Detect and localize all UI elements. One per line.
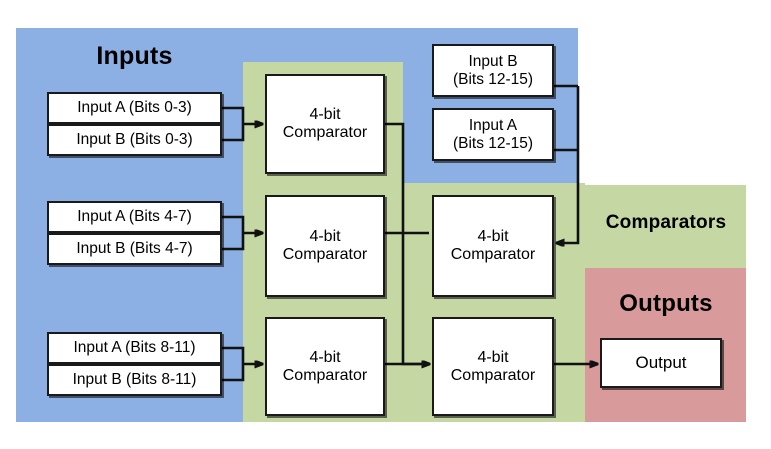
input-box-b-bits-12-15[interactable]: Input B (Bits 12-15)	[432, 44, 554, 97]
output-box[interactable]: Output	[600, 338, 722, 388]
comparator-label-line2: Comparator	[282, 366, 368, 384]
input-box-a-bits-8-11[interactable]: Input A (Bits 8-11)	[47, 332, 222, 364]
input-box-b-bits-0-3[interactable]: Input B (Bits 0-3)	[47, 124, 222, 156]
output-label: Output	[635, 353, 687, 373]
region-comparators-legend-panel	[585, 185, 746, 268]
input-box-b-bits-4-7[interactable]: Input B (Bits 4-7)	[47, 233, 222, 265]
input-label-line1: Input B	[468, 53, 518, 71]
comparator-label-line2: Comparator	[282, 246, 368, 263]
wire-a8_11	[222, 346, 245, 364]
comparator-label-line1: 4-bit	[309, 348, 341, 366]
input-label: Input A (Bits 0-3)	[77, 99, 192, 117]
wire-bits12_15-to-cmp4	[557, 86, 580, 243]
input-box-b-bits-8-11[interactable]: Input B (Bits 8-11)	[47, 364, 222, 396]
input-label: Input A (Bits 8-11)	[73, 339, 196, 357]
input-label: Input B (Bits 4-7)	[76, 240, 193, 258]
comparator-label-line2: Comparator	[450, 246, 536, 263]
wire-b0_3	[222, 124, 245, 142]
input-label: Input B (Bits 8-11)	[72, 371, 197, 389]
comparator-box-1[interactable]: 4-bit Comparator	[265, 74, 385, 174]
region-inputs-blue-top	[243, 28, 403, 63]
region-label-outputs: Outputs	[619, 290, 713, 317]
wire-a4_7	[222, 215, 245, 233]
comparator-box-4[interactable]: 4-bit Comparator	[432, 195, 554, 297]
wire-b8_11	[222, 364, 245, 382]
comparator-label-line1: 4-bit	[309, 106, 341, 124]
comparator-label-line1: 4-bit	[477, 348, 509, 366]
wire-a0_3	[222, 106, 245, 124]
region-label-comparators: Comparators	[605, 212, 727, 233]
input-label-line2: (Bits 12-15)	[452, 70, 534, 88]
comparator-box-3[interactable]: 4-bit Comparator	[265, 317, 385, 416]
input-label-line2: (Bits 12-15)	[452, 134, 534, 152]
comparator-label-line2: Comparator	[450, 366, 536, 384]
input-label: Input A (Bits 4-7)	[77, 208, 192, 226]
input-box-a-bits-4-7[interactable]: Input A (Bits 4-7)	[47, 201, 222, 233]
comparator-label-line2: Comparator	[282, 124, 368, 141]
input-label: Input B (Bits 0-3)	[76, 131, 193, 149]
region-label-inputs: Inputs	[96, 42, 173, 70]
wire-b4_7	[222, 233, 245, 251]
comparator-label-line1: 4-bit	[309, 228, 341, 246]
input-label-line1: Input A	[468, 117, 518, 135]
input-box-a-bits-0-3[interactable]: Input A (Bits 0-3)	[47, 92, 222, 124]
comparator-box-2[interactable]: 4-bit Comparator	[265, 195, 385, 297]
comparator-box-5[interactable]: 4-bit Comparator	[432, 317, 554, 416]
input-box-a-bits-12-15[interactable]: Input A (Bits 12-15)	[432, 108, 554, 161]
comparator-label-line1: 4-bit	[477, 228, 509, 246]
wire-cmp1-to-cmp5	[385, 122, 429, 364]
